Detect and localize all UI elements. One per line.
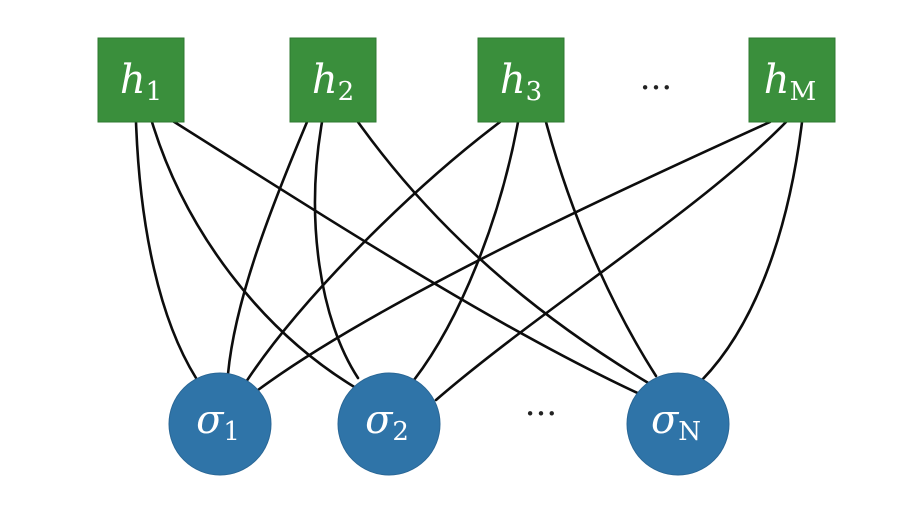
hidden-unit-h2-symbol: h — [312, 57, 338, 103]
visible-unit-s1: σ1 — [168, 372, 272, 476]
hidden-unit-h2: h2 — [289, 37, 377, 123]
svg-text:h3: h3 — [500, 57, 542, 107]
edge-h3-s2 — [412, 120, 520, 382]
visible-unit-s1-subscript: 1 — [223, 417, 240, 447]
visible-layer: σ1 σ2 ··· σN — [168, 372, 730, 476]
hidden-unit-h1-subscript: 1 — [146, 77, 163, 107]
visible-unit-s2-subscript: 2 — [392, 417, 409, 447]
visible-unit-s2: σ2 — [337, 372, 441, 476]
hidden-unit-h3-subscript: 3 — [526, 77, 543, 107]
svg-text:h2: h2 — [312, 57, 354, 107]
edge-hM-s1 — [256, 120, 772, 392]
edge-hM-sN — [700, 120, 804, 382]
edge-h1-sN — [166, 116, 646, 398]
hidden-layer: h1 h2 h3 ··· hM — [97, 37, 836, 123]
svg-text:σ1: σ1 — [196, 397, 240, 447]
edge-h1-s2 — [150, 120, 358, 390]
hidden-unit-hM-subscript: M — [790, 77, 817, 107]
visible-unit-s2-symbol: σ — [365, 397, 394, 443]
svg-text:σN: σN — [651, 397, 701, 447]
visible-ellipsis: ··· — [525, 394, 557, 434]
edge-h2-sN — [356, 120, 652, 386]
visible-unit-s1-symbol: σ — [196, 397, 225, 443]
hidden-unit-hM: hM — [748, 37, 836, 123]
edge-h1-s1 — [134, 120, 198, 380]
visible-unit-sN-subscript: N — [678, 417, 701, 447]
hidden-unit-h2-subscript: 2 — [338, 77, 355, 107]
svg-text:h1: h1 — [120, 57, 162, 107]
hidden-unit-h3-symbol: h — [500, 57, 526, 103]
visible-unit-sN: σN — [626, 372, 730, 476]
hidden-unit-hM-symbol: h — [764, 57, 790, 103]
edge-hM-s2 — [434, 120, 788, 402]
edge-h2-s2 — [313, 120, 360, 380]
svg-text:σ2: σ2 — [365, 397, 409, 447]
svg-text:hM: hM — [764, 57, 816, 107]
edge-h2-s1 — [226, 120, 309, 376]
hidden-unit-h1: h1 — [97, 37, 185, 123]
hidden-ellipsis: ··· — [640, 68, 672, 108]
edge-h3-s1 — [244, 120, 502, 384]
visible-unit-sN-symbol: σ — [651, 397, 680, 443]
hidden-unit-h3: h3 — [477, 37, 565, 123]
edge-h3-sN — [544, 120, 658, 378]
edges-layer — [134, 116, 804, 402]
hidden-unit-h1-symbol: h — [120, 57, 146, 103]
